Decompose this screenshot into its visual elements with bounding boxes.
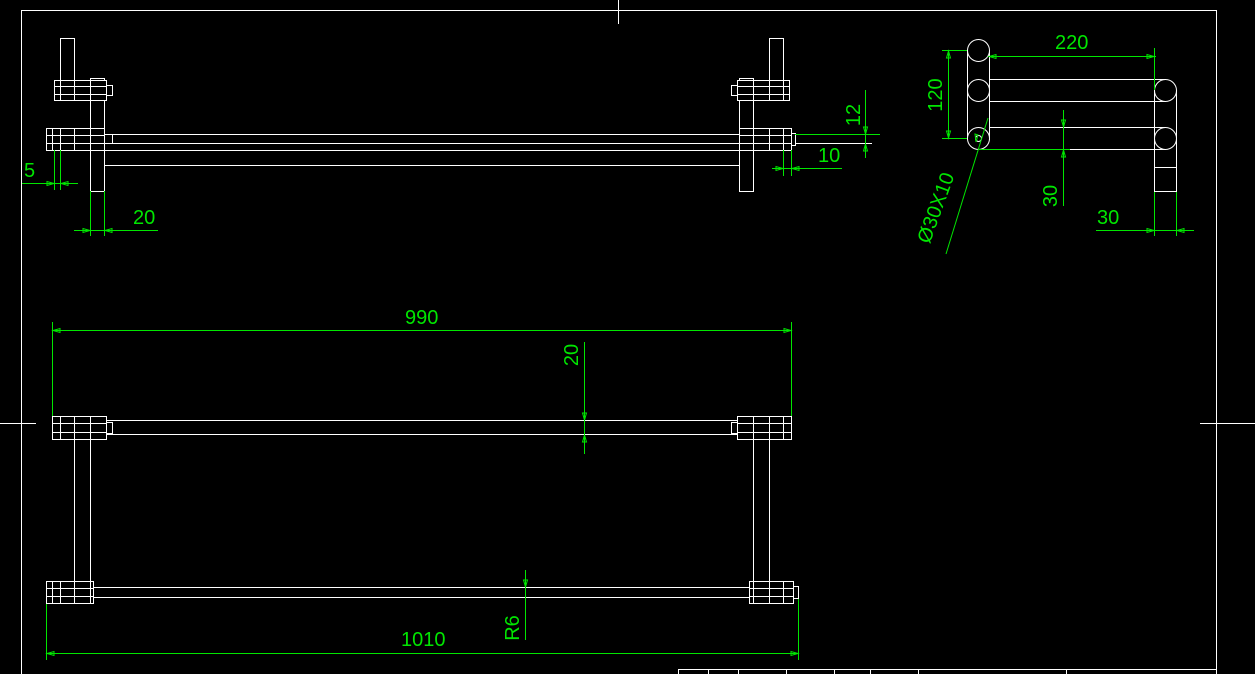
dimension-labels: 5 20 12 10 220 120 Ø30X10 30 30 990 20 1… [24, 32, 1119, 651]
plan-view-dimensions [45, 322, 800, 660]
side-tube-top [967, 39, 990, 62]
dim-side-30-vertical: 30 [1040, 185, 1062, 207]
dim-front-12: 12 [843, 104, 865, 126]
dim-plan-990: 990 [405, 307, 438, 329]
dim-front-20: 20 [133, 207, 155, 229]
dim-front-5: 5 [24, 160, 35, 182]
side-tube-end-mid [1154, 79, 1177, 102]
side-tube-mid [967, 79, 990, 102]
side-tube-end-low [1154, 127, 1177, 150]
front-view [46, 38, 872, 192]
plan-view [46, 416, 799, 604]
side-view [967, 39, 1177, 192]
dim-side-30-horizontal: 30 [1097, 207, 1119, 229]
side-tube-low [967, 127, 990, 150]
dim-side-220: 220 [1055, 32, 1088, 54]
side-view-dimensions [942, 48, 1194, 255]
dim-plan-1010: 1010 [401, 629, 446, 651]
title-block [678, 669, 1216, 674]
dim-side-120: 120 [925, 78, 947, 111]
dim-plan-radius: R6 [502, 615, 524, 641]
dim-plan-20: 20 [561, 344, 583, 366]
front-view-dimensions [22, 90, 880, 236]
dim-front-10: 10 [818, 145, 840, 167]
